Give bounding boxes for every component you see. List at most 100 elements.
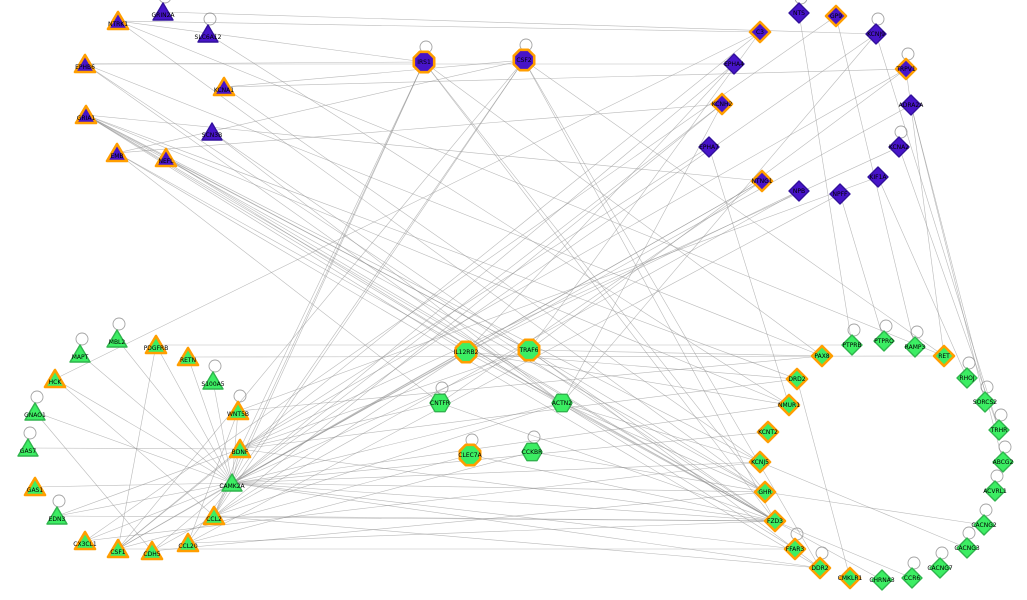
node-NPFF[interactable] [829, 183, 851, 205]
node-EPHA4[interactable] [723, 53, 745, 75]
node-RAMP3[interactable] [904, 336, 926, 358]
node-CSF1[interactable] [106, 538, 130, 559]
node-ABCG2[interactable] [992, 451, 1014, 473]
node-SCN3B[interactable] [201, 122, 223, 141]
edge [34, 482, 233, 488]
node-NEFL[interactable] [154, 147, 178, 168]
self-loop-edge [203, 12, 217, 26]
node-CACNG7[interactable] [929, 557, 951, 579]
node-NTRK1[interactable] [106, 10, 130, 31]
node-CX3CL1[interactable] [73, 530, 97, 551]
edge [223, 68, 907, 88]
node-KCNT2[interactable] [756, 420, 780, 444]
node-MAPT[interactable] [69, 344, 91, 363]
edge [56, 515, 776, 522]
edge [239, 448, 776, 522]
node-CCL20[interactable] [176, 532, 200, 553]
node-CCKBR[interactable] [521, 442, 543, 462]
node-KCNA1[interactable] [212, 76, 236, 97]
self-loop-edge [935, 546, 949, 560]
self-loop-edge [907, 556, 921, 570]
node-GP9[interactable] [824, 4, 848, 28]
node-ACVRL1[interactable] [984, 480, 1006, 502]
node-CCR6[interactable] [901, 567, 923, 589]
node-CHRNA3[interactable] [871, 569, 893, 591]
node-RET[interactable] [932, 344, 956, 368]
edge [231, 482, 821, 569]
node-KIF1A[interactable] [867, 166, 889, 188]
node-CSF2[interactable] [512, 48, 536, 72]
node-GRIN2A[interactable] [152, 2, 174, 21]
node-KCNJ9[interactable] [865, 23, 887, 45]
node-GAS1[interactable] [23, 476, 47, 497]
self-loop-edge [910, 325, 924, 339]
node-GAS7[interactable] [17, 438, 39, 457]
node-ACTN2[interactable] [551, 393, 573, 413]
edge [165, 157, 776, 522]
node-BDNF[interactable] [228, 438, 252, 459]
node-TRHR[interactable] [988, 419, 1010, 441]
node-NTNG1[interactable] [750, 169, 774, 193]
edge [213, 515, 821, 569]
node-IRS1[interactable] [412, 50, 436, 74]
node-CACNG2[interactable] [973, 514, 995, 536]
self-loop-edge [112, 317, 126, 331]
node-RHOJ[interactable] [956, 367, 978, 389]
node-HCK[interactable] [43, 368, 67, 389]
node-PAX8[interactable] [810, 344, 834, 368]
node-EPHB6[interactable] [73, 53, 97, 74]
node-CNTFR[interactable] [429, 393, 451, 413]
node-KCNJ5[interactable] [748, 450, 772, 474]
edge [116, 103, 723, 154]
node-CACNG3[interactable] [956, 537, 978, 559]
node-NTS[interactable] [788, 2, 810, 24]
node-GRIA1[interactable] [74, 104, 98, 125]
node-WNT5B[interactable] [226, 400, 250, 421]
node-TRAF6[interactable] [517, 338, 541, 362]
node-GNAO1[interactable] [24, 402, 46, 421]
node-SORCS2[interactable] [974, 391, 996, 413]
edge [839, 193, 885, 342]
node-EMB[interactable] [105, 142, 129, 163]
node-CDH5[interactable] [140, 540, 164, 561]
node-KCNA2[interactable] [888, 136, 910, 158]
node-CCL2[interactable] [202, 505, 226, 526]
node-FFAR3[interactable] [783, 537, 807, 561]
node-RETN[interactable] [176, 346, 200, 367]
edge [213, 351, 467, 517]
edge [187, 356, 233, 484]
edge [212, 380, 233, 484]
node-MBL2[interactable] [106, 329, 128, 348]
edge [239, 349, 530, 450]
edge-layer [27, 11, 1004, 581]
node-S100A5[interactable] [202, 371, 224, 390]
node-FZD3[interactable] [763, 509, 787, 533]
self-loop-edge [962, 526, 976, 540]
node-NPB[interactable] [788, 180, 810, 202]
edge [796, 378, 851, 579]
node-SLC6A12[interactable] [197, 24, 219, 43]
node-IL12RB2[interactable] [454, 340, 478, 364]
node-EDN3[interactable] [46, 506, 68, 525]
node-CAMK2A[interactable] [221, 473, 243, 492]
edge [231, 104, 912, 484]
node-NMUR1[interactable] [777, 393, 801, 417]
node-EPHA7[interactable] [698, 136, 720, 158]
node-PTPRB[interactable] [841, 334, 863, 356]
node-PTPRO[interactable] [873, 330, 895, 352]
node-CLEC7A[interactable] [458, 443, 482, 467]
node-DDR2[interactable] [808, 556, 832, 580]
node-PDGFRB[interactable] [144, 334, 168, 355]
node-C3[interactable] [748, 20, 772, 44]
node-CMKLR1[interactable] [838, 566, 862, 590]
node-ADRA2A[interactable] [900, 94, 922, 116]
node-GHR[interactable] [753, 480, 777, 504]
node-KCNH2[interactable] [710, 92, 734, 116]
node-TRPV1[interactable] [894, 57, 918, 81]
edge [239, 61, 425, 450]
node-DRD2[interactable] [785, 367, 809, 391]
self-loop-edge [75, 332, 89, 346]
